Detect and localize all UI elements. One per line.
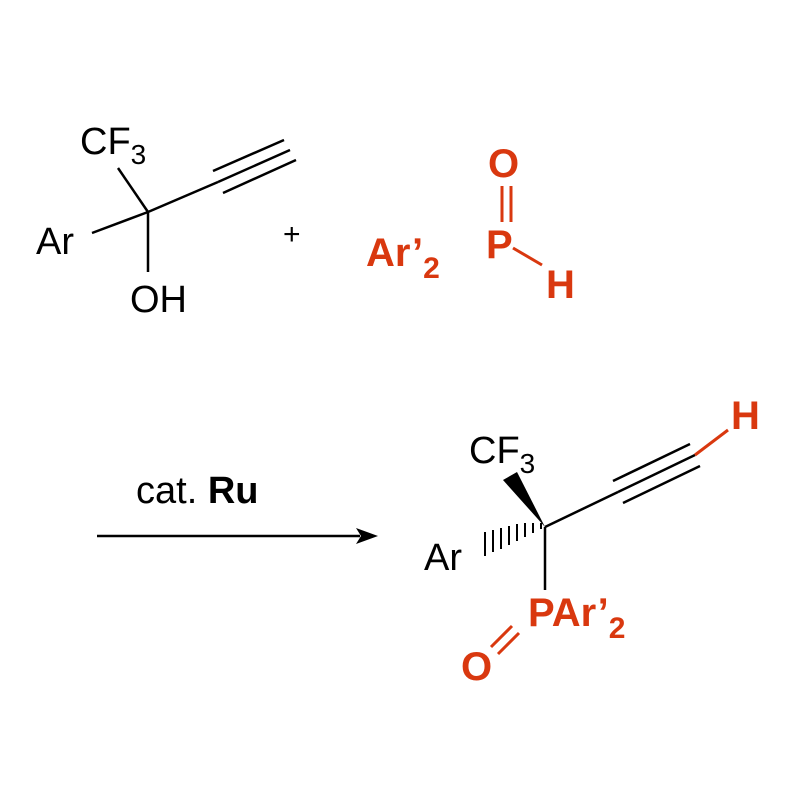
ar-label: Ar <box>36 221 74 263</box>
cf3-label: CF3 <box>80 121 146 170</box>
wedge-bond-cf3 <box>503 472 545 527</box>
ar-prime-label: Ar’2 <box>366 231 440 285</box>
ar-label: Ar <box>424 537 462 579</box>
hydrogen-label: H <box>546 263 575 307</box>
oxygen-label: O <box>488 142 519 186</box>
hashed-bond-ar <box>484 523 542 556</box>
bond-alkyne-h <box>694 428 729 457</box>
p-o-double-bond-a <box>489 624 514 649</box>
reactant-propargyl-alcohol: CF3 Ar OH <box>36 121 297 321</box>
triple-bond <box>612 442 701 505</box>
bond-c-alkyne <box>147 180 219 214</box>
terminal-hydrogen-label: H <box>731 394 760 438</box>
phosphorus-label: P <box>486 223 513 267</box>
bond-c-cf3 <box>116 167 150 213</box>
cf3-label: CF3 <box>469 430 535 479</box>
plus-sign: + <box>283 218 301 251</box>
triple-bond <box>212 138 297 195</box>
reaction-arrow-head <box>356 528 378 544</box>
reactant-phosphine-oxide: O Ar’2 P H <box>366 142 575 307</box>
catalyst-label: cat. Ru <box>136 470 258 512</box>
p-h-bond <box>512 246 543 267</box>
par2-label: PAr’2 <box>528 591 625 645</box>
oh-label: OH <box>130 279 187 321</box>
bond-c-alkyne <box>544 490 619 529</box>
p-o-double-bond-b <box>496 631 521 656</box>
product-propargyl-phosphine-oxide: H CF3 Ar PAr’2 O <box>424 394 760 689</box>
oxygen-label: O <box>461 645 492 689</box>
bond-ar-c <box>91 210 149 235</box>
reaction-arrow-group: cat. Ru <box>97 470 378 544</box>
